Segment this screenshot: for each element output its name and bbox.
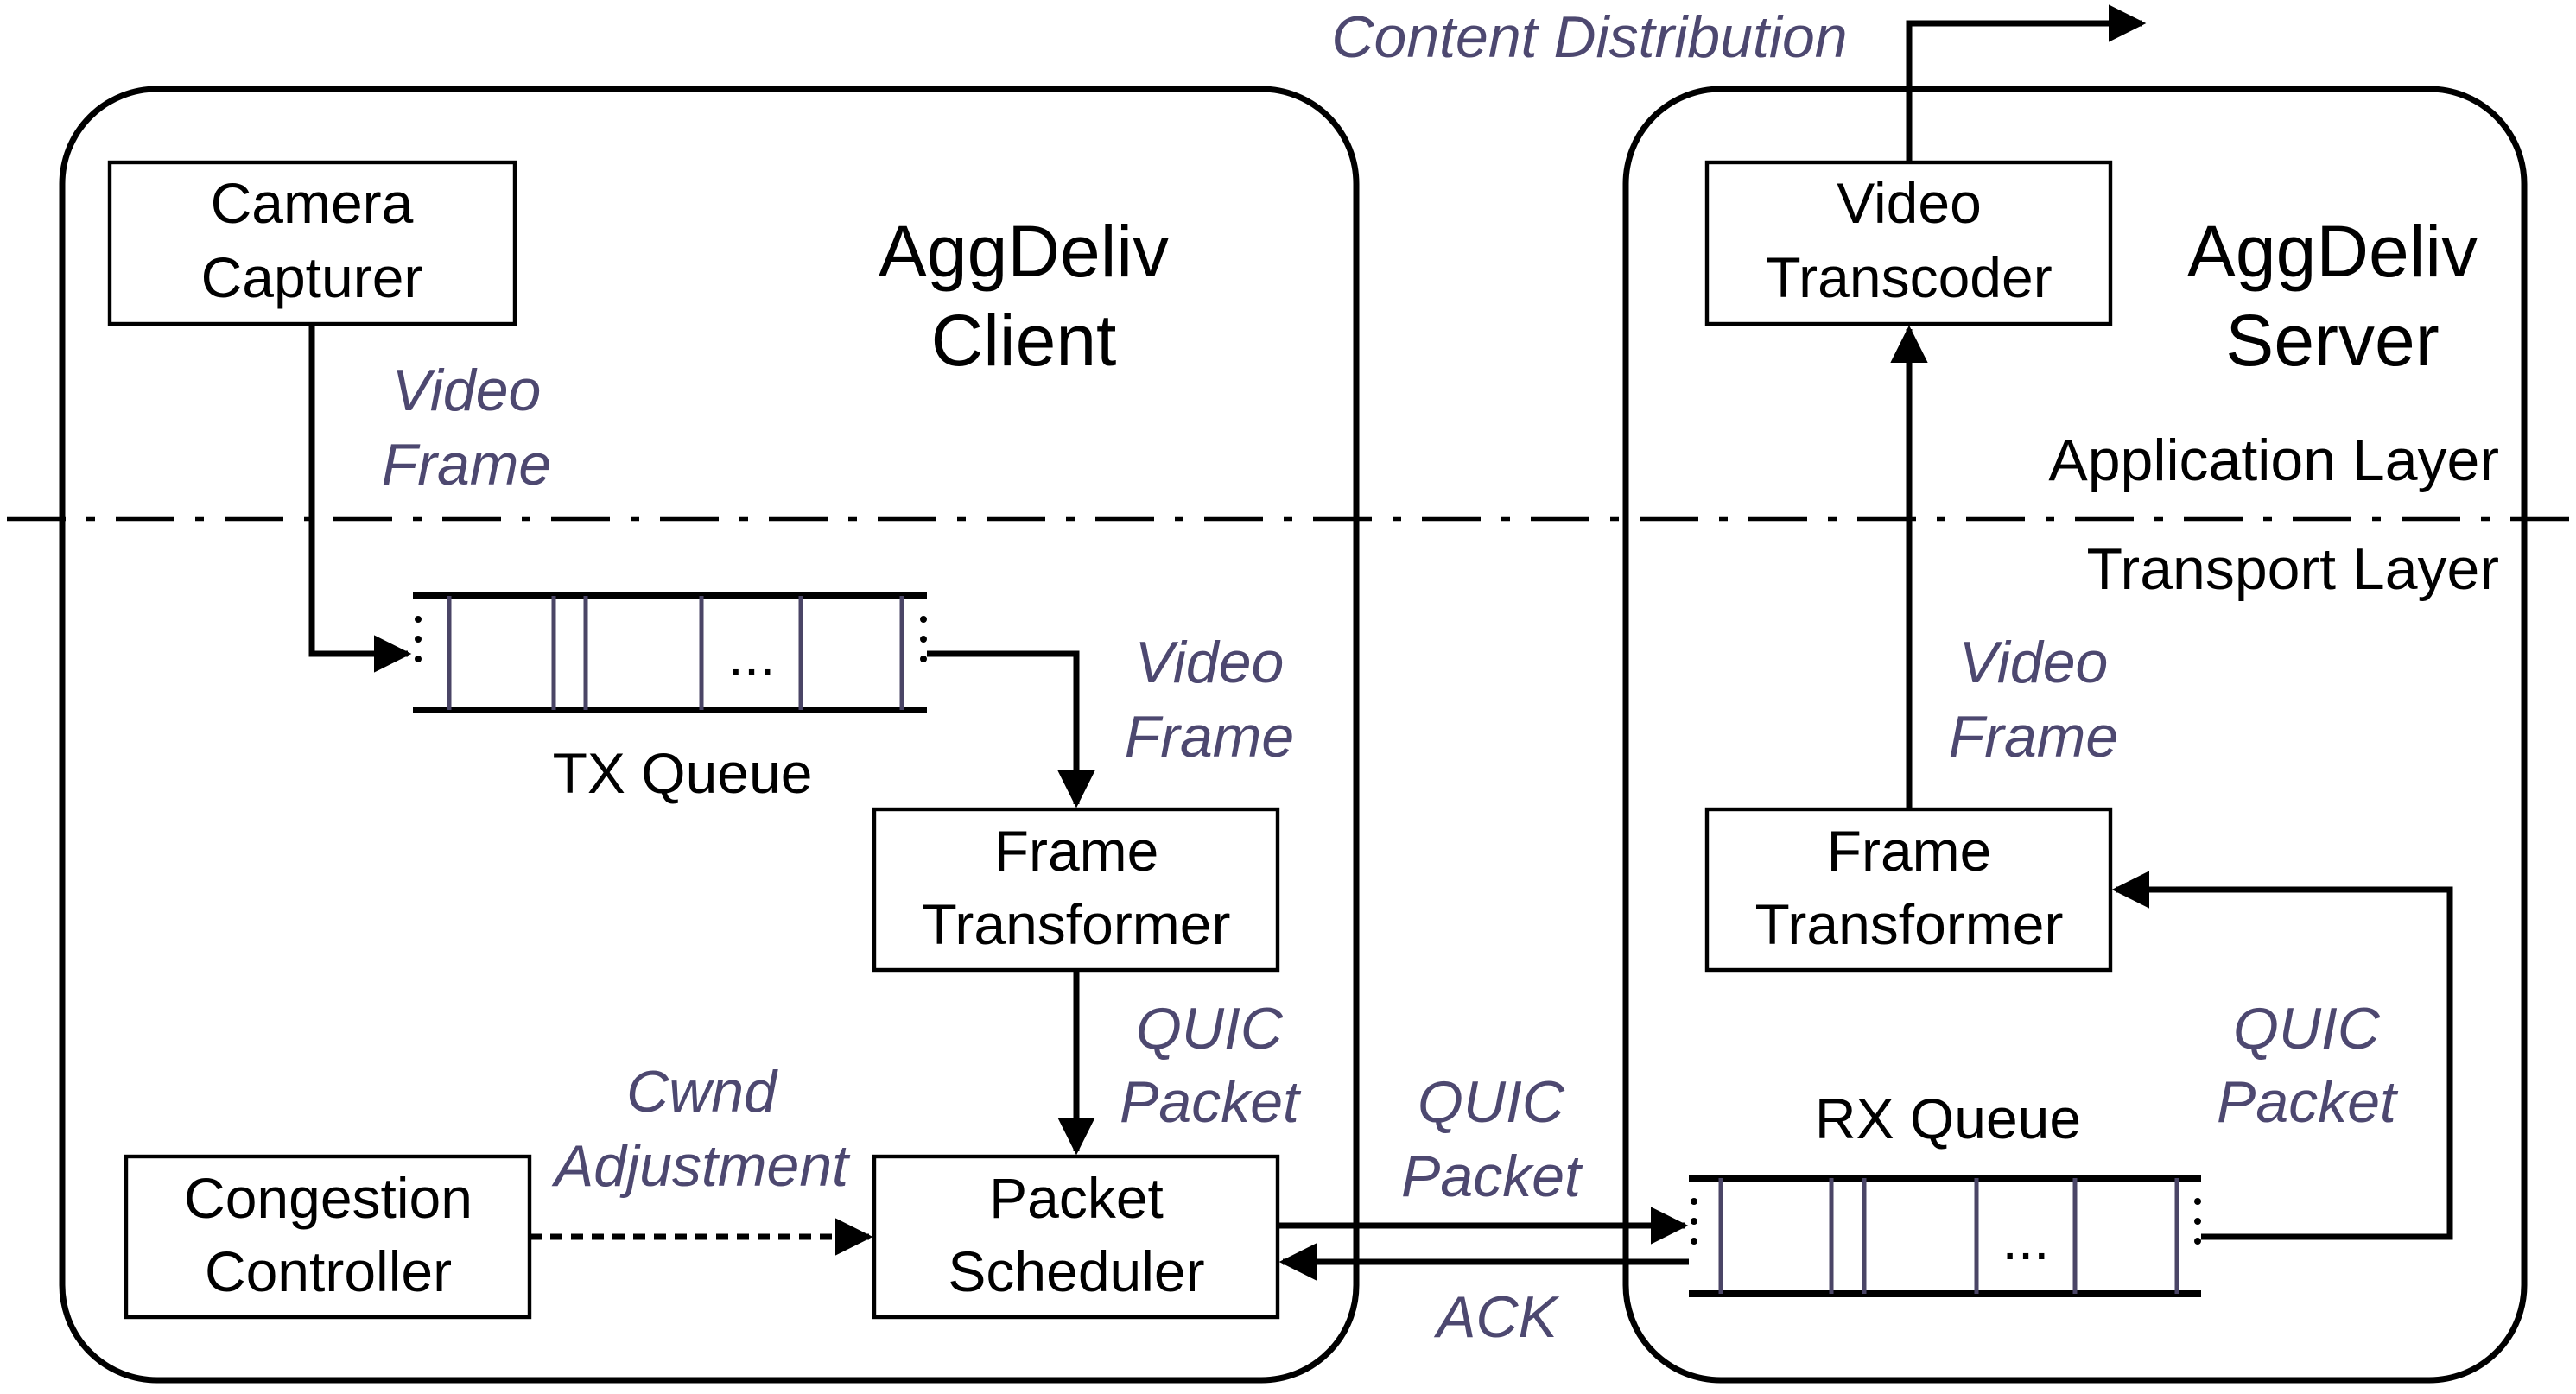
server-region — [1622, 86, 2528, 1384]
server-frame-transformer-box: Frame Transformer — [1704, 807, 2113, 973]
congestion-controller-line2: Controller — [205, 1239, 452, 1303]
arrow-rxqueue-to-transformer — [2111, 871, 2453, 1240]
quic-packet-label-2-line2: Packet — [1401, 1144, 1583, 1209]
video-frame-label-3-line2: Frame — [1949, 704, 2118, 770]
quic-packet-label-3-line2: Packet — [2217, 1069, 2399, 1135]
cwnd-adjustment-line2: Adjustment — [551, 1133, 851, 1199]
client-frame-transformer-line1: Frame — [994, 819, 1159, 883]
server-frame-transformer-line1: Frame — [1827, 819, 1992, 883]
video-transcoder-box: Video Transcoder — [1704, 160, 2113, 326]
application-layer-label: Application Layer — [2048, 428, 2499, 493]
video-frame-label-2-line2: Frame — [1125, 704, 1294, 770]
rx-queue-ellipsis: ... — [2002, 1207, 2049, 1271]
tx-queue-ellipsis: ... — [727, 624, 775, 687]
quic-packet-label-2-line1: QUIC — [1418, 1069, 1565, 1135]
client-frame-transformer-box: Frame Transformer — [872, 807, 1280, 973]
video-frame-label-3-line1: Video — [1959, 630, 2109, 695]
server-title-line2: Server — [2225, 300, 2439, 381]
ack-label: ACK — [1433, 1284, 1559, 1350]
tx-queue: ... — [413, 592, 927, 713]
congestion-controller-box: Congestion Controller — [124, 1154, 532, 1320]
rx-queue-label: RX Queue — [1815, 1087, 2081, 1150]
client-frame-transformer-line2: Transformer — [923, 892, 1231, 956]
camera-capturer-box: Camera Capturer — [107, 160, 517, 326]
camera-capturer-line2: Capturer — [201, 245, 423, 309]
arrow-txqueue-to-transformer — [927, 650, 1095, 808]
transport-layer-label: Transport Layer — [2087, 536, 2499, 602]
cwnd-adjustment-line1: Cwnd — [626, 1059, 778, 1125]
video-transcoder-line1: Video — [1837, 171, 1982, 235]
camera-capturer-line1: Camera — [211, 171, 414, 235]
quic-packet-label-1-line2: Packet — [1120, 1069, 1302, 1135]
server-title-line1: AggDeliv — [2187, 211, 2478, 292]
content-distribution-label: Content Distribution — [1331, 4, 1847, 70]
quic-packet-label-3-line1: QUIC — [2233, 996, 2381, 1061]
client-title-line2: Client — [931, 300, 1117, 381]
rx-queue: ... — [1689, 1175, 2201, 1297]
arrow-camera-to-txqueue — [308, 324, 412, 673]
quic-packet-label-1-line1: QUIC — [1136, 996, 1284, 1061]
video-transcoder-line2: Transcoder — [1766, 245, 2052, 309]
client-region — [59, 86, 1360, 1384]
arrow-content-distribution — [1906, 4, 2147, 162]
video-frame-label-1-line1: Video — [392, 358, 542, 423]
packet-scheduler-line2: Scheduler — [948, 1239, 1204, 1303]
video-frame-label-1-line2: Frame — [382, 432, 551, 497]
client-title-line1: AggDeliv — [879, 211, 1169, 292]
congestion-controller-line1: Congestion — [184, 1166, 473, 1230]
packet-scheduler-line1: Packet — [989, 1166, 1164, 1230]
video-frame-label-2-line1: Video — [1135, 630, 1285, 695]
server-frame-transformer-line2: Transformer — [1755, 892, 2064, 956]
packet-scheduler-box: Packet Scheduler — [872, 1154, 1280, 1320]
tx-queue-label: TX Queue — [553, 741, 813, 805]
